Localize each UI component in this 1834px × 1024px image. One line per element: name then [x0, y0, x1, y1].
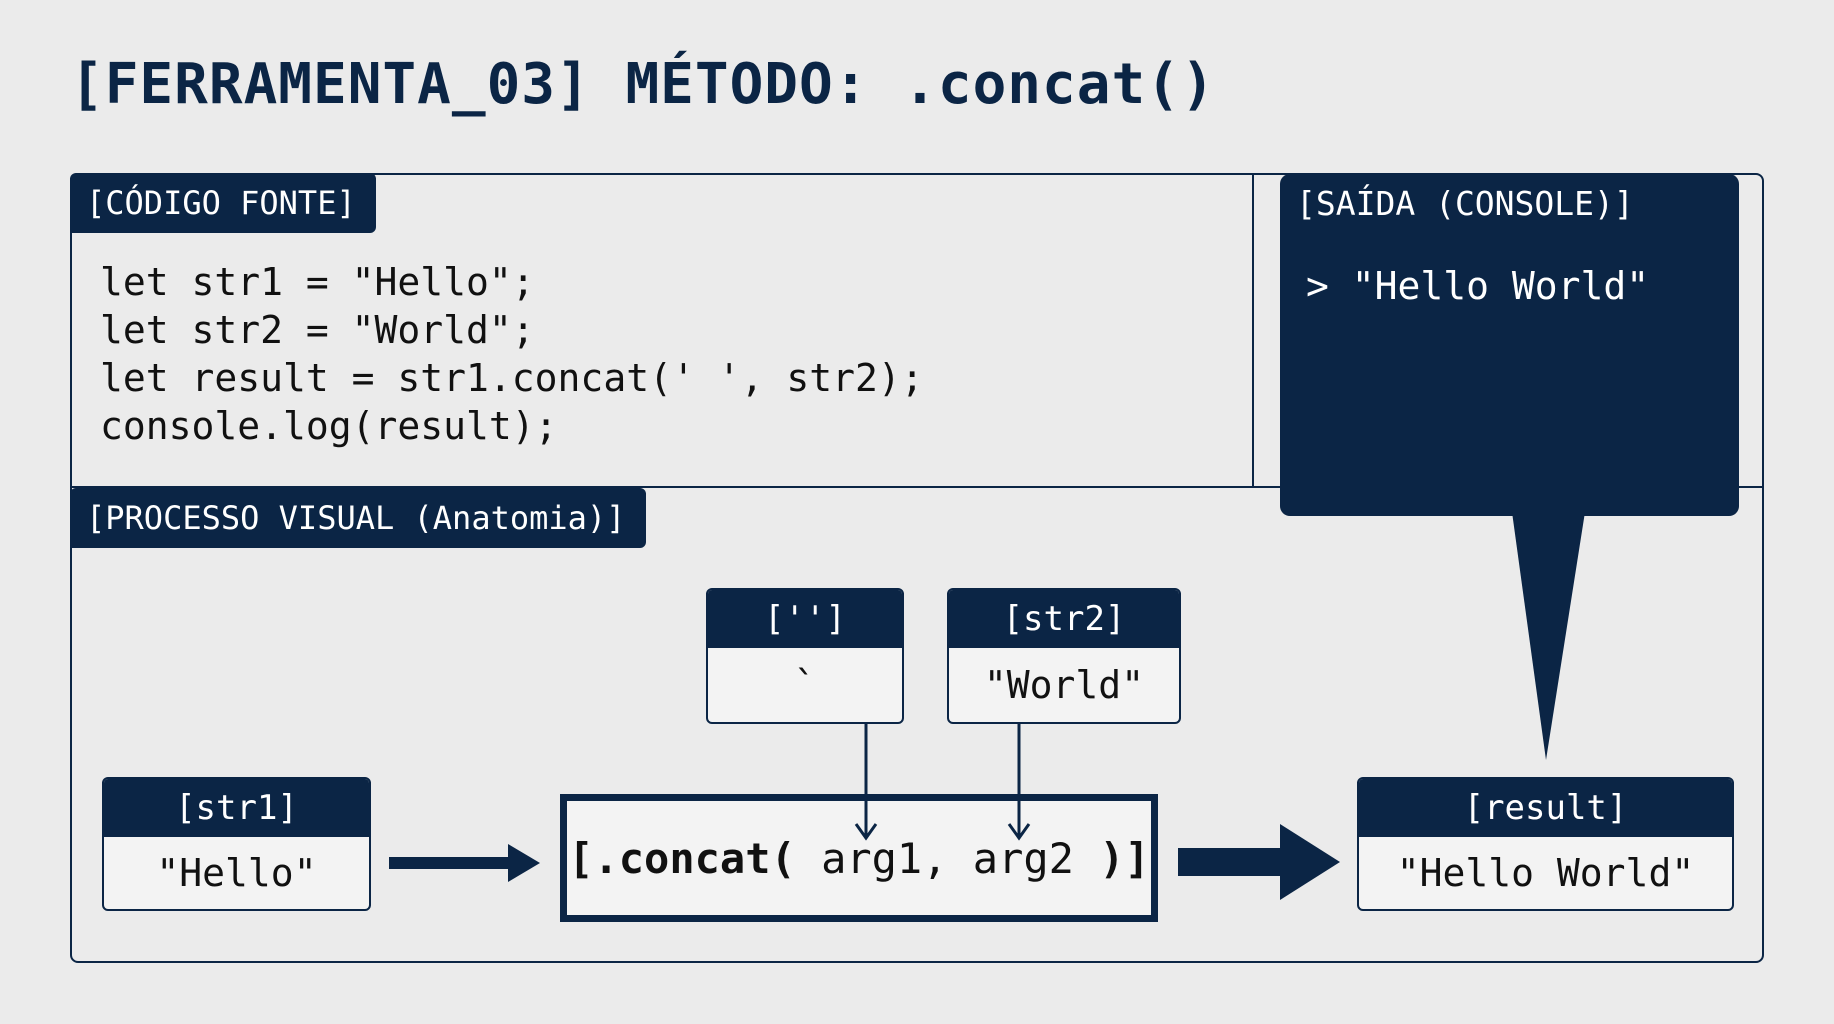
space-arg-value: ` — [793, 663, 817, 707]
str1-value: "Hello" — [156, 851, 317, 895]
space-arg-label: [''] — [708, 590, 902, 648]
code-block: let str1 = "Hello"; let str2 = "World"; … — [100, 258, 924, 450]
str1-label: [str1] — [104, 779, 369, 837]
visual-panel-label: [PROCESSO VISUAL (Anatomia)] — [70, 488, 646, 548]
console-output-text: > "Hello World" — [1306, 264, 1650, 308]
str2-to-method-arrow-icon — [1007, 724, 1031, 841]
method-close: )] — [1099, 833, 1150, 883]
str2-box: [str2] "World" — [947, 588, 1181, 724]
method-open: [.concat( — [568, 833, 796, 883]
result-value: "Hello World" — [1396, 851, 1695, 895]
column-divider — [1252, 173, 1254, 487]
section-divider — [70, 486, 1764, 488]
concat-method-box: [.concat( arg1, arg2 )] — [560, 794, 1158, 922]
method-to-result-arrow-icon — [1178, 824, 1340, 900]
code-panel-label: [CÓDIGO FONTE] — [70, 173, 376, 233]
page-title: [FERRAMENTA_03] MÉTODO: .concat() — [70, 52, 1216, 117]
str1-to-method-arrow-icon — [389, 844, 540, 882]
str1-box: [str1] "Hello" — [102, 777, 371, 911]
code-line: console.log(result); — [100, 404, 558, 448]
code-line: let str1 = "Hello"; — [100, 260, 535, 304]
main-panel — [70, 173, 1764, 963]
result-box: [result] "Hello World" — [1357, 777, 1734, 911]
result-label: [result] — [1359, 779, 1732, 837]
str2-label: [str2] — [949, 590, 1179, 648]
console-output-panel: [SAÍDA (CONSOLE)] > "Hello World" — [1280, 174, 1739, 516]
space-to-method-arrow-icon — [854, 724, 878, 841]
console-panel-label: [SAÍDA (CONSOLE)] — [1296, 184, 1634, 223]
method-args: arg1, arg2 — [795, 833, 1100, 883]
code-line: let str2 = "World"; — [100, 308, 535, 352]
code-line: let result = str1.concat(' ', str2); — [100, 356, 924, 400]
space-arg-box: [''] ` — [706, 588, 904, 724]
str2-value: "World" — [983, 663, 1145, 707]
